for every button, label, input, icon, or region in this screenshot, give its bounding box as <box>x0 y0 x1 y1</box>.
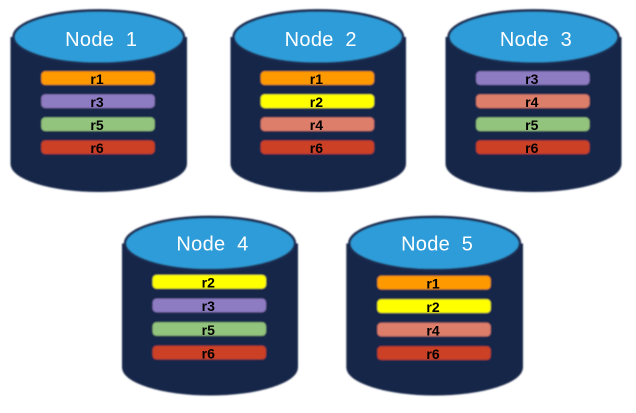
svg-text:Node 1: Node 1 <box>65 29 137 51</box>
svg-text:r5: r5 <box>90 117 103 133</box>
svg-text:r6: r6 <box>426 346 439 362</box>
svg-text:r3: r3 <box>90 94 103 110</box>
svg-text:r3: r3 <box>202 298 215 314</box>
svg-text:r3: r3 <box>525 71 538 87</box>
svg-text:r2: r2 <box>202 275 215 291</box>
svg-text:r4: r4 <box>310 117 323 133</box>
svg-text:r5: r5 <box>525 117 538 133</box>
svg-text:r2: r2 <box>310 94 323 110</box>
svg-text:r1: r1 <box>310 71 323 87</box>
svg-text:Node 2: Node 2 <box>285 29 357 51</box>
svg-text:r2: r2 <box>426 299 439 315</box>
svg-text:r6: r6 <box>310 140 323 156</box>
svg-text:r1: r1 <box>426 275 439 291</box>
svg-text:r6: r6 <box>202 345 215 361</box>
svg-text:Node 4: Node 4 <box>176 233 248 255</box>
svg-text:r6: r6 <box>525 140 538 156</box>
svg-text:r4: r4 <box>426 322 439 338</box>
svg-text:r1: r1 <box>90 71 103 87</box>
svg-text:r5: r5 <box>202 322 215 338</box>
svg-text:r6: r6 <box>90 140 103 156</box>
svg-text:r4: r4 <box>525 94 538 110</box>
svg-text:Node 5: Node 5 <box>401 233 473 255</box>
svg-text:Node 3: Node 3 <box>500 29 572 51</box>
